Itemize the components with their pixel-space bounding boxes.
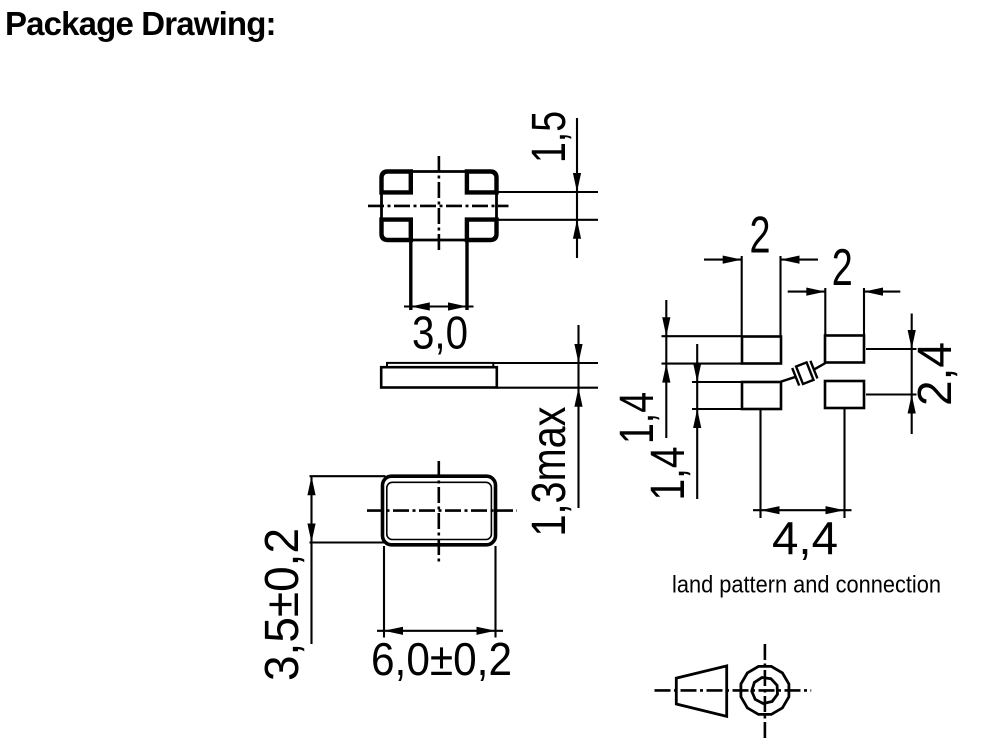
svg-text:1,5: 1,5 (523, 111, 576, 163)
svg-text:2,4: 2,4 (909, 342, 962, 406)
svg-text:land pattern and connection: land pattern and connection (672, 572, 941, 599)
svg-text:1,4: 1,4 (642, 447, 695, 501)
svg-text:4,4: 4,4 (772, 512, 838, 564)
svg-text:1,4: 1,4 (611, 392, 664, 444)
svg-text:3,5±0,2: 3,5±0,2 (256, 528, 309, 681)
svg-text:Package Drawing:: Package Drawing: (5, 5, 276, 42)
svg-text:6,0±0,2: 6,0±0,2 (371, 633, 512, 685)
svg-text:2: 2 (750, 206, 771, 264)
svg-text:3,0: 3,0 (412, 307, 468, 359)
svg-text:2: 2 (832, 238, 853, 296)
svg-text:1,3max: 1,3max (523, 407, 576, 537)
